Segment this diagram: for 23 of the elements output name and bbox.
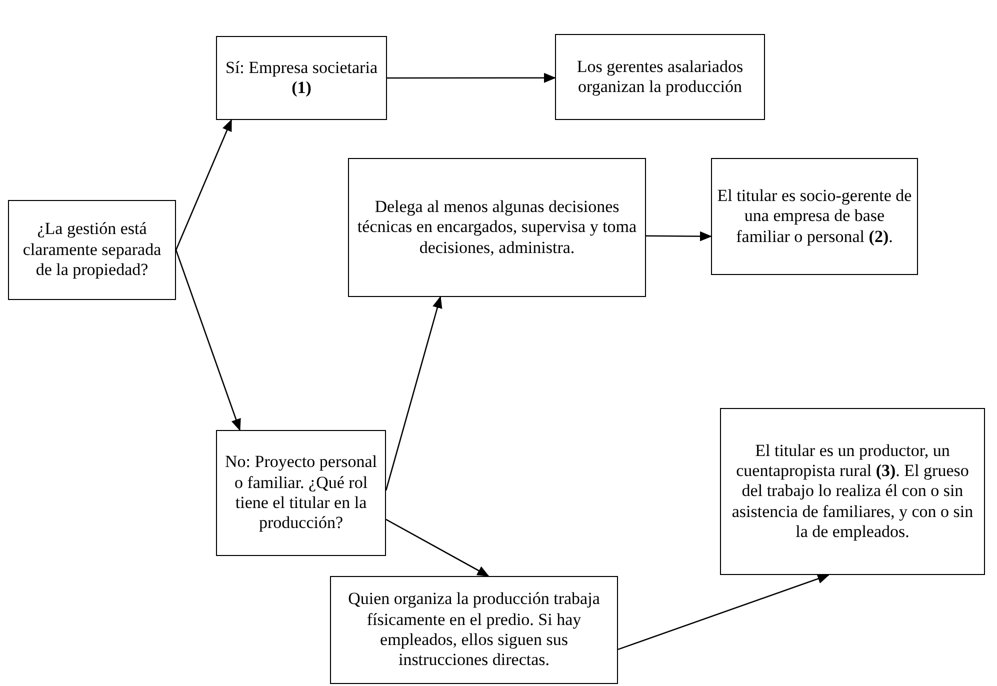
- arrow: [387, 72, 556, 83]
- arrow: [385, 296, 442, 491]
- box-text: El titular es un productor, un cuentapropista rural (3). El grueso del trabajo lo realiza él con o sin asistencia de familiares, y con o sin la de empleados.: [730, 440, 974, 542]
- arrow: [386, 518, 490, 577]
- process-box: [348, 158, 646, 297]
- arrow: [618, 574, 830, 650]
- box-text: Sí: Empresa societaria (1): [224, 58, 378, 98]
- box-text: Quien organiza la producción trabaja físicamente en el predio. Si hay empleados, ellos siguen sus instrucciones directas.: [347, 589, 601, 671]
- arrow: [646, 231, 712, 242]
- box-text: Los gerentes asalariados organizan la producción: [576, 56, 744, 98]
- box-text: ¿La gestión está claramente separada de la propiedad?: [22, 219, 162, 281]
- process-box: [330, 576, 618, 684]
- process-box: [720, 408, 985, 575]
- process-box: [8, 200, 176, 300]
- process-box: [216, 36, 387, 120]
- box-text: El titular es socio-gerente de una empresa de base familiar o personal (2).: [716, 186, 913, 248]
- process-box: [711, 158, 918, 275]
- box-text: Delega al menos algunas decisiones técnicas en encargados, supervisa y toma decisiones, administra.: [356, 196, 638, 258]
- process-box: [216, 430, 386, 556]
- process-box: [555, 34, 765, 120]
- arrow: [175, 119, 232, 250]
- box-text: No: Proyecto personal o familiar. ¿Qué rol tiene el titular en la producción?: [224, 452, 378, 534]
- arrow: [175, 250, 241, 431]
